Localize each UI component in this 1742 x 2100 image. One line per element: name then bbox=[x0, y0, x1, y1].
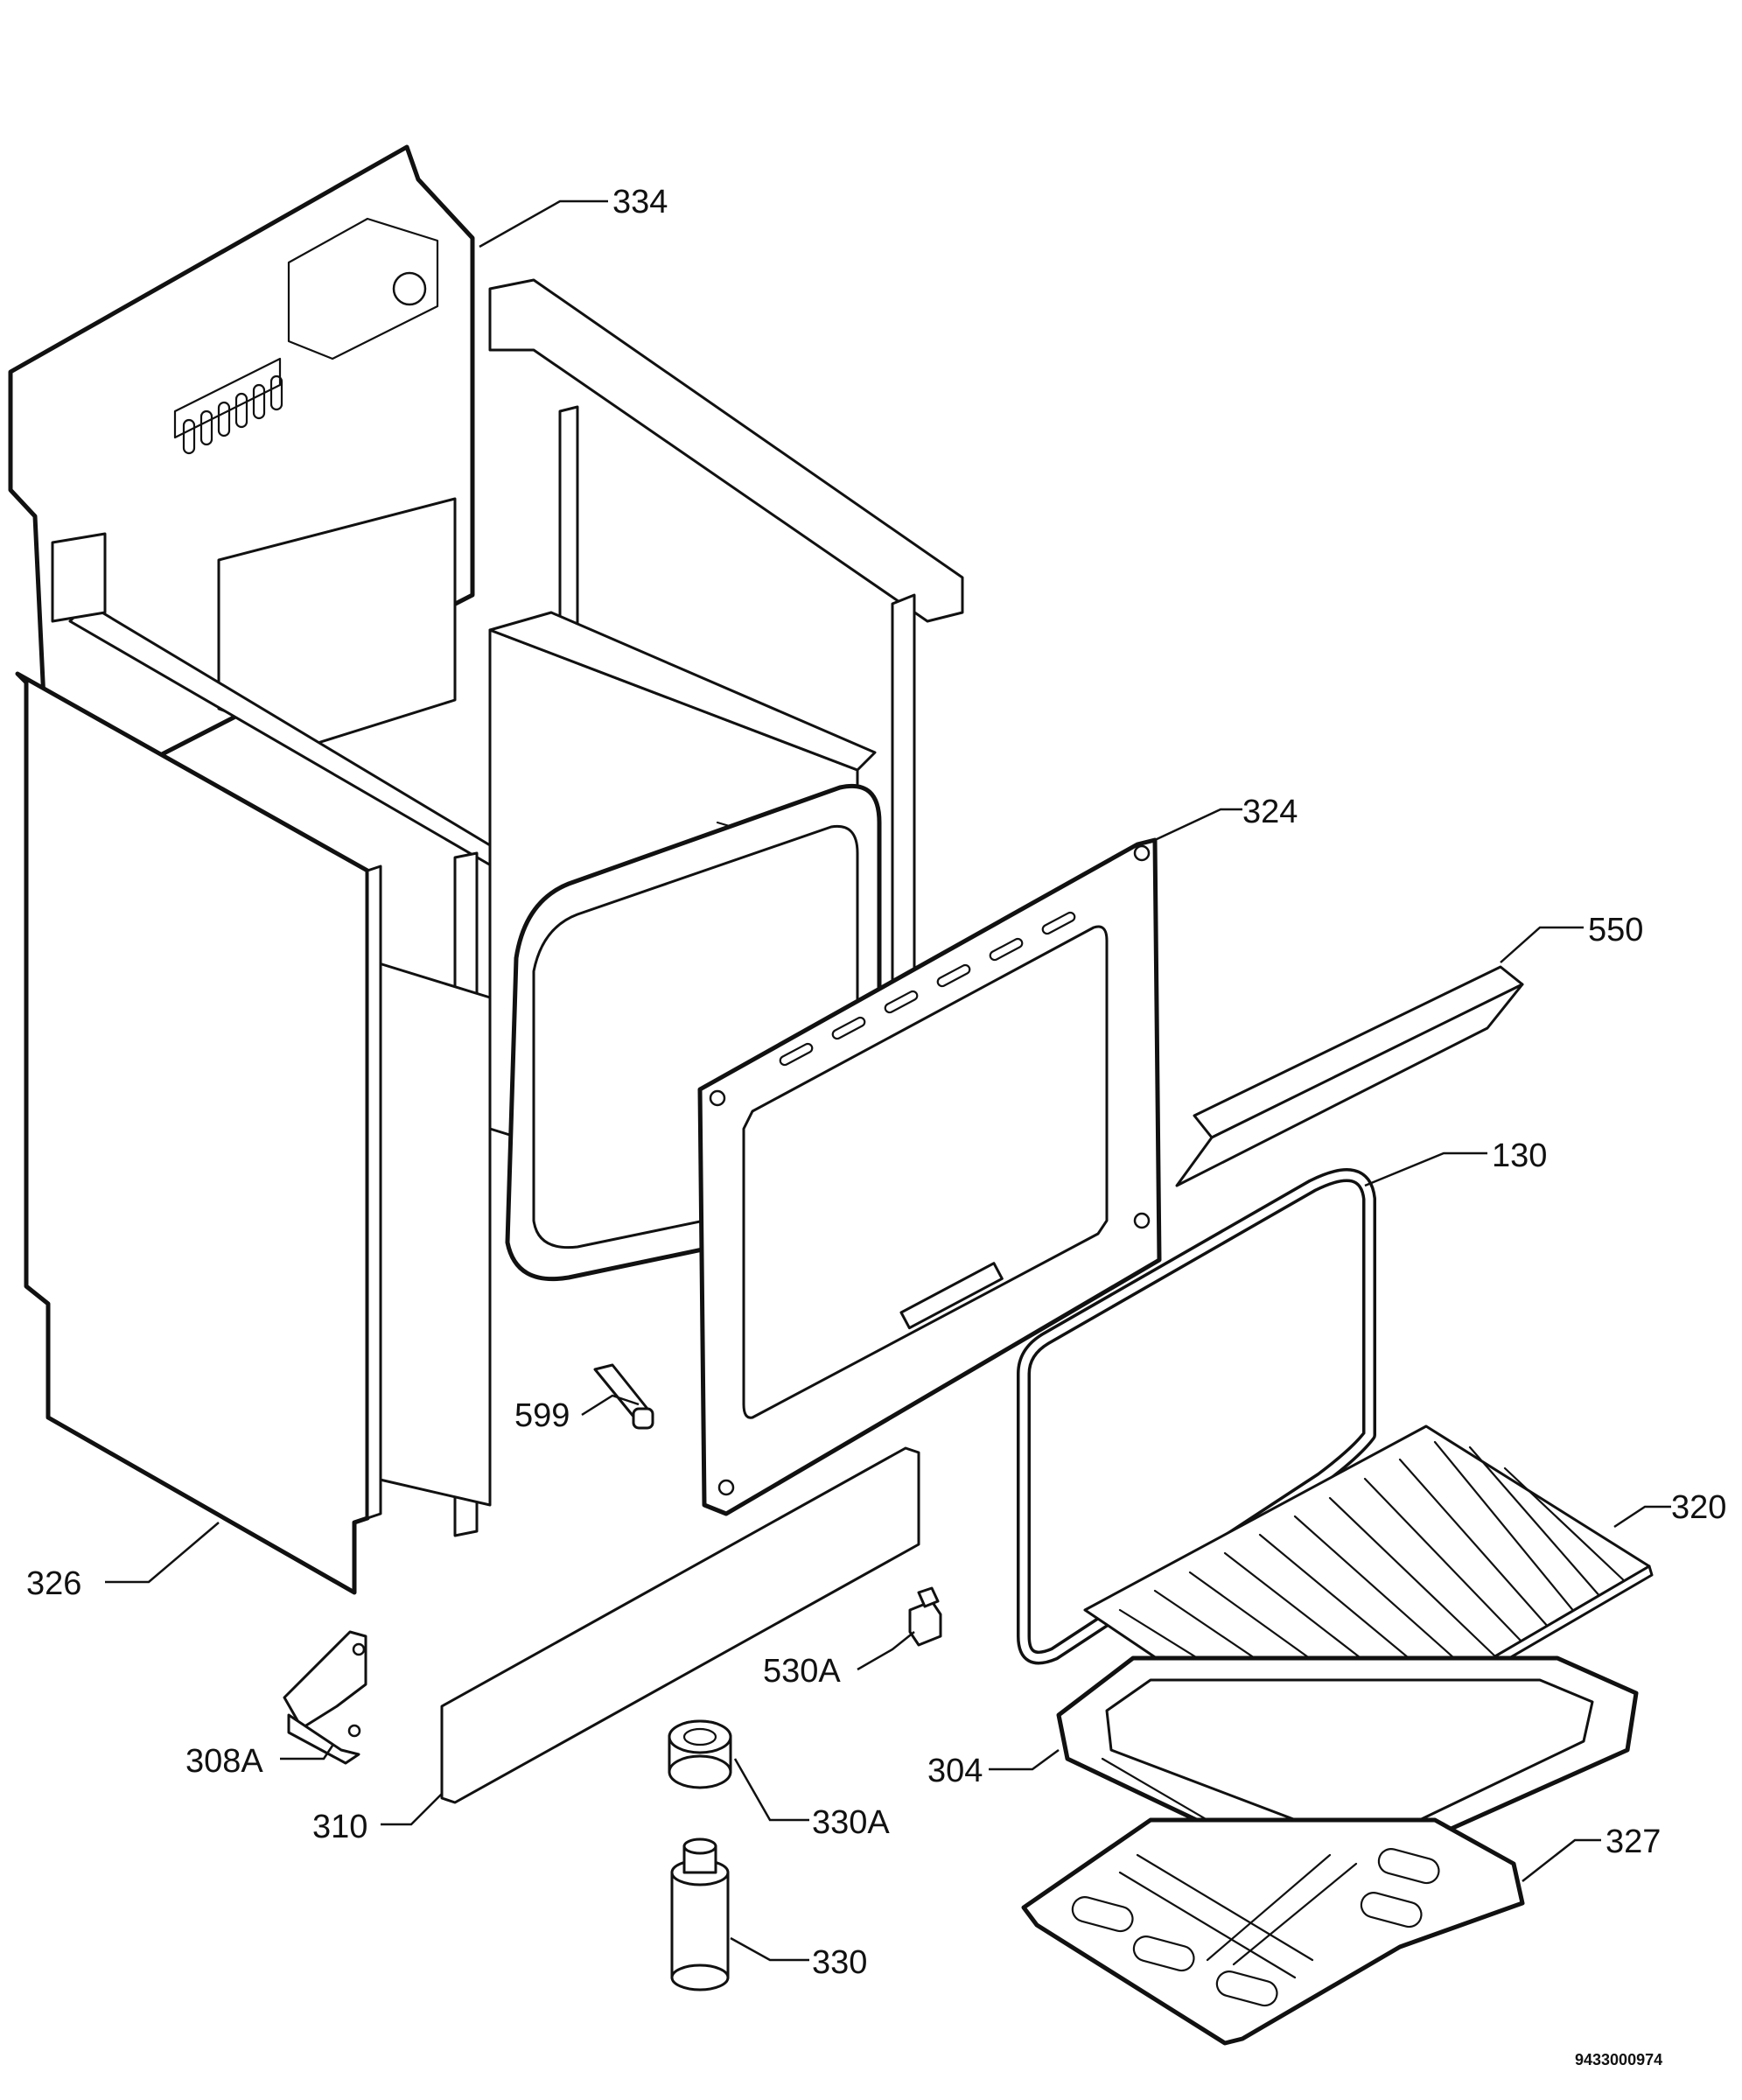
part-mounting-bracket bbox=[283, 1630, 367, 1765]
callout-310: 310 bbox=[312, 1809, 367, 1845]
callout-327: 327 bbox=[1606, 1824, 1661, 1860]
callout-330: 330 bbox=[812, 1944, 867, 1981]
callout-130: 130 bbox=[1492, 1138, 1547, 1174]
reference-code: 9433000974 bbox=[1575, 2051, 1662, 2068]
callout-334: 334 bbox=[612, 184, 668, 220]
part-trim-strip bbox=[1175, 965, 1524, 1187]
callout-308A: 308A bbox=[185, 1743, 263, 1780]
part-door-gasket bbox=[1017, 1168, 1376, 1665]
part-door-hinge-catch bbox=[593, 1363, 654, 1430]
part-base-plate bbox=[1021, 1817, 1525, 2046]
part-adjustable-foot-cap bbox=[668, 1719, 732, 1789]
callout-326: 326 bbox=[26, 1565, 81, 1602]
part-small-foot bbox=[908, 1586, 942, 1647]
callout-530A: 530A bbox=[763, 1653, 841, 1690]
part-side-panel bbox=[15, 671, 382, 1595]
door-vent-slots bbox=[779, 911, 1076, 1067]
callout-550: 550 bbox=[1588, 912, 1643, 948]
part-kickplate bbox=[440, 1446, 920, 1804]
callout-324: 324 bbox=[1242, 794, 1298, 830]
part-door-frame bbox=[697, 837, 1162, 1516]
callout-320: 320 bbox=[1671, 1489, 1726, 1526]
part-drip-tray bbox=[1056, 1656, 1639, 1884]
callout-330A: 330A bbox=[812, 1804, 890, 1841]
leader-lines bbox=[105, 200, 1671, 1962]
vent-slots bbox=[182, 374, 283, 455]
callout-304: 304 bbox=[927, 1753, 983, 1789]
callout-599: 599 bbox=[514, 1397, 570, 1434]
part-leg-foot bbox=[670, 1838, 730, 1992]
